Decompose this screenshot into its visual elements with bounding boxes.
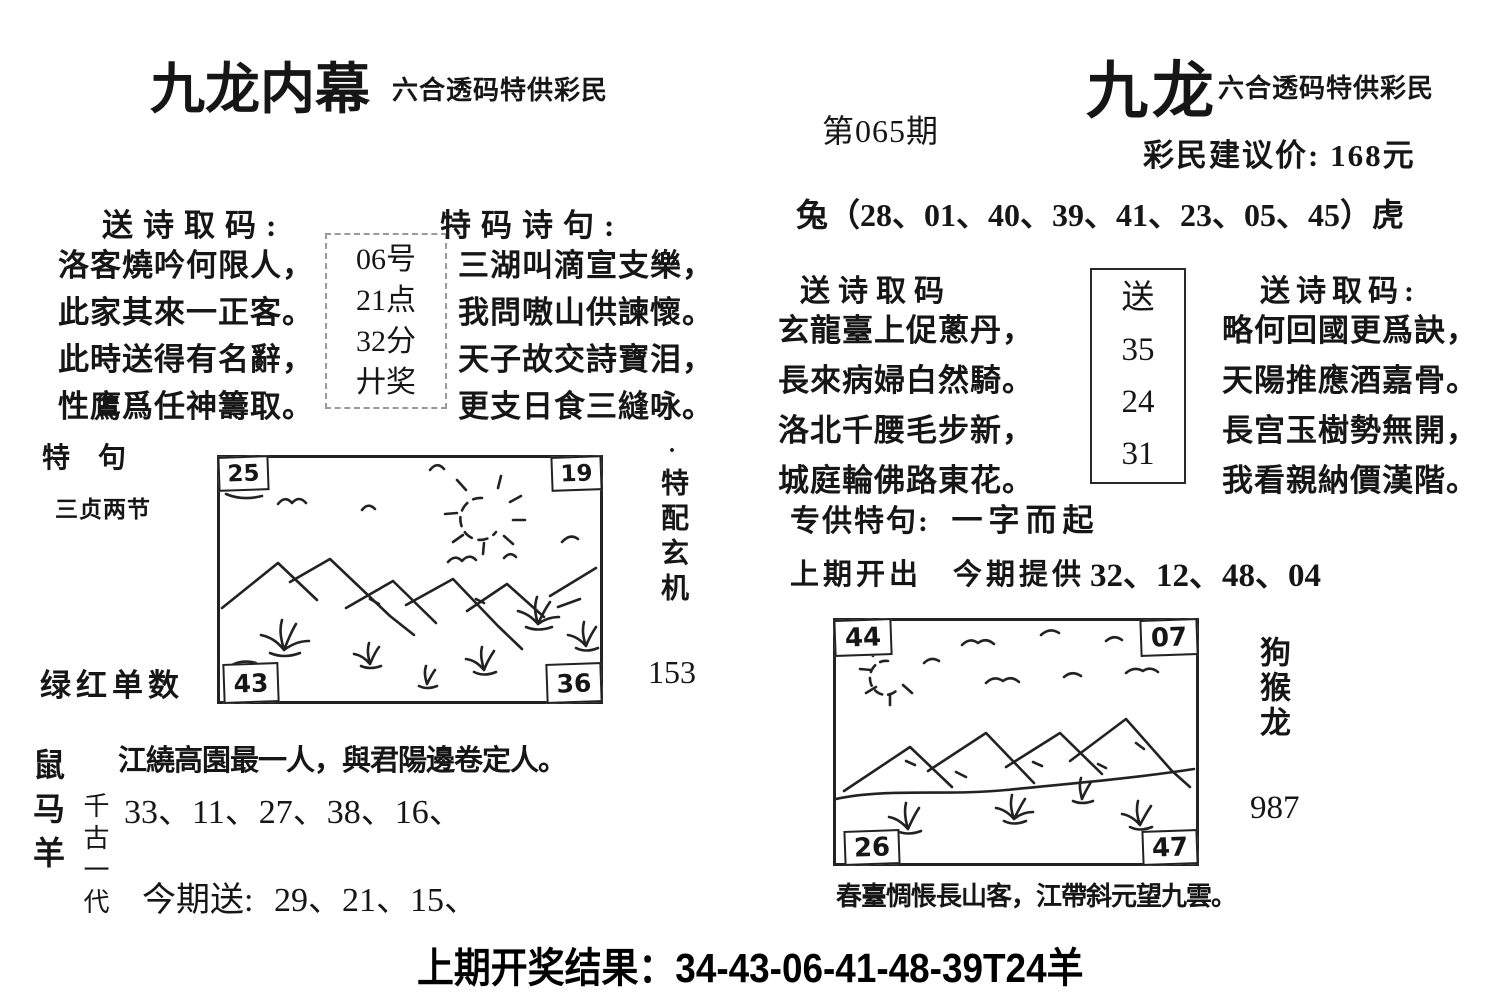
period-number: 第065期	[822, 113, 940, 149]
left-subtitle: 六合透码特供彩民	[392, 76, 609, 105]
scene-corner-number: 44	[833, 617, 893, 658]
send-box-number: 35	[1121, 332, 1155, 368]
provide-numbers: 32、12、48、04	[1090, 558, 1321, 594]
left-poem1-heading: 送诗取码:	[102, 208, 287, 243]
right-caption: 春臺惆悵長山客，江帶斜元望九雲。	[836, 882, 1237, 911]
special-phrase-label: 专供特句:	[790, 505, 930, 538]
scene-corner-number: 47	[1141, 829, 1199, 866]
right-title: 九龙	[1086, 58, 1219, 126]
scene-corner-number: 36	[545, 662, 603, 704]
number-153: 153	[648, 654, 696, 690]
number-box-item: 06号	[356, 243, 416, 276]
poem-line: 天子故交詩寶泪，	[458, 342, 714, 377]
qiangu-column: 千古一代	[80, 792, 109, 920]
number-box-item: 21点	[356, 284, 416, 317]
send-line-label: 今期送:	[142, 882, 254, 919]
number-box-item: 32分	[356, 325, 416, 358]
left-poem1: 洛客燒吟何限人， 此家其來一正客。 此時送得有名辭， 性鷹爲任神籌取。	[58, 242, 314, 430]
left-numbers-line: 33、11、27、38、16、	[124, 794, 463, 831]
send-box-label: 送	[1121, 280, 1155, 316]
poem-line: 長來病婦白然騎。	[778, 363, 1034, 398]
special-phrase-line: 专供特句: 一字而起	[790, 495, 1100, 540]
scene-corner-number: 26	[843, 829, 901, 866]
left-poem2: 三湖叫滴宣支樂， 我問嗷山供諫懷。 天子故交詩寶泪， 更支日食三縫咏。	[458, 242, 714, 430]
poem-line: 天陽推應酒嘉骨。	[1222, 363, 1478, 398]
poem-line: 此家其來一正客。	[58, 295, 314, 330]
send-line-numbers: 29、21、15、	[273, 882, 478, 919]
poem-line: 洛北千腰毛步新，	[778, 413, 1034, 448]
te-pei-dot: ·	[668, 438, 677, 464]
left-scene-frame: 25 19 43 36	[217, 455, 603, 704]
poem-line: 此時送得有名辭，	[58, 342, 314, 377]
poem-line: 城庭輪佛路東花。	[778, 463, 1034, 498]
right-scene-drawing	[836, 629, 1196, 835]
zodiac-line: 兔（28、01、40、39、41、23、05、45）虎	[796, 197, 1405, 233]
provide-prev-label: 上期开出	[790, 559, 923, 591]
label-lv-hong-dan-shu: 绿红单数	[40, 668, 184, 703]
poem-line: 略何回國更爲訣，	[1222, 313, 1478, 348]
poem-line: 洛客燒吟何限人，	[58, 248, 314, 283]
poem-line: 我看親納價漢階。	[1222, 463, 1478, 498]
label-te-pei-xuan-ji: 特配玄机	[657, 468, 688, 608]
poem-line: 性鷹爲任神籌取。	[58, 389, 314, 424]
send-numbers-box: 送 35 24 31	[1090, 268, 1186, 484]
right-poem2-heading: 送诗取码:	[1260, 275, 1420, 308]
scene-corner-number: 19	[550, 455, 603, 492]
scene-corner-number: 25	[217, 455, 270, 492]
poem-line: 更支日食三縫咏。	[458, 389, 714, 424]
left-number-box: 06号 21点 32分 廾奖	[325, 233, 447, 409]
number-box-item: 廾奖	[356, 366, 416, 399]
right-scene-frame: 44 07 26 47	[833, 617, 1199, 866]
previous-draw-result: 上期开奖结果：34-43-06-41-48-39T24羊	[417, 945, 1084, 991]
send-box-number: 31	[1121, 436, 1155, 472]
left-zodiac-column: 鼠马羊	[29, 748, 65, 880]
left-title: 九龙内幕	[150, 59, 371, 120]
special-phrase-value: 一字而起	[951, 503, 1100, 538]
price-line: 彩民建议价: 168元	[1143, 138, 1416, 173]
left-poem2-heading: 特码诗句:	[440, 208, 625, 243]
right-poem1: 玄龍臺上促蔥丹， 長來病婦白然騎。 洛北千腰毛步新， 城庭輪佛路東花。	[778, 306, 1034, 506]
scene-corner-number: 07	[1139, 617, 1199, 658]
right-subtitle: 六合透码特供彩民	[1218, 74, 1435, 103]
right-zodiac-column: 狗猴龙	[1255, 636, 1290, 741]
label-te-ju: 特 句	[42, 443, 127, 474]
left-sentence: 江繞高園最一人，與君陽邊卷定人。	[118, 745, 567, 777]
number-987: 987	[1250, 790, 1300, 826]
label-san-zhen-liang-jie: 三贞两节	[55, 497, 151, 522]
poem-line: 長宫玉樹勢無開，	[1222, 413, 1478, 448]
poem-line: 玄龍臺上促蔥丹，	[778, 313, 1034, 348]
left-scene-drawing	[220, 463, 600, 690]
poem-line: 三湖叫滴宣支樂，	[458, 248, 714, 283]
right-poem2: 略何回國更爲訣， 天陽推應酒嘉骨。 長宫玉樹勢無開， 我看親納價漢階。	[1222, 306, 1478, 506]
poem-line: 我問嗷山供諫懷。	[458, 295, 714, 330]
right-poem1-heading: 送诗取码	[800, 275, 952, 308]
provide-current-label: 今期提供	[953, 559, 1086, 591]
left-send-line: 今期送: 29、21、15、	[142, 872, 478, 921]
scene-corner-number: 43	[222, 662, 280, 704]
send-box-number: 24	[1121, 384, 1155, 420]
